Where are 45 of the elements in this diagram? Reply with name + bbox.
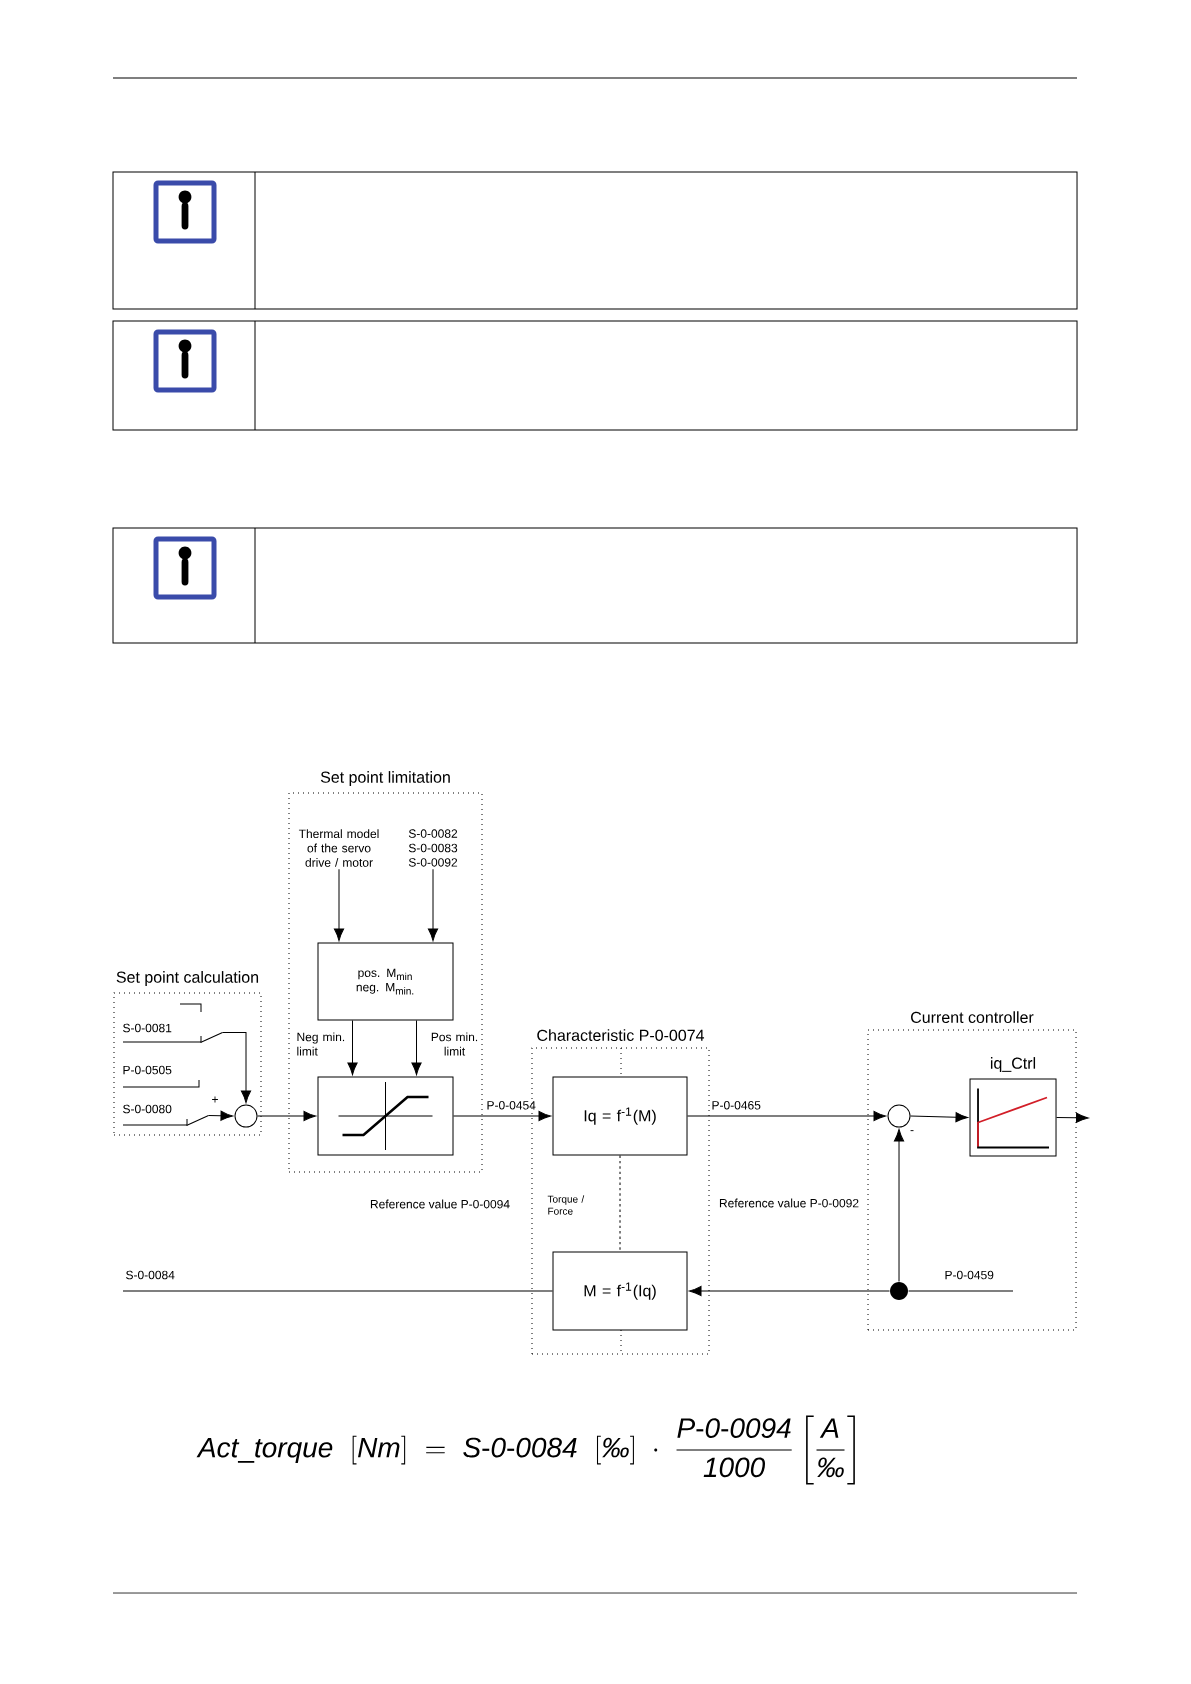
reference-label: Reference value P-0-0092 [719,1198,859,1208]
switch-contact [186,1115,209,1126]
edge-label: P-0-0459 [945,1270,994,1280]
block-box: M = f$^{-1}$(Iq) [552,1251,688,1331]
signal-label: Torque / Force [547,1195,585,1215]
arrow [333,868,345,942]
node-label: Current controller [911,1011,1034,1024]
arrow [257,1110,317,1122]
node-label: Set point limitation [320,771,450,787]
torque-formula: $\mathit{Act\_torque}\;\;[\mathit{Nm}]\;=\;\mathit{S\text{-}0\text{-}0084}\;\;[\text{\textit{\textperthousand}}]\;\cdot\;\frac{\mathit{P\text{-}0\text{-}0094}}{\mathit{1000}}\left[\frac{\mathit{A}}{\text{\textit{\textperthousand}}}\right]$ [196,1415,855,1485]
summing-circle [887,1104,911,1128]
block-box: Iq = f$^{-1}$(M) [552,1076,688,1156]
arrow [453,1110,552,1122]
arrow [208,1110,234,1121]
arrow [427,868,439,942]
node-label: Characteristic P-0-0074 [537,1029,705,1042]
sign-label: + [212,1096,218,1103]
signal-text: S-0-0082 S-0-0083 S-0-0092 [408,829,458,867]
signal-label: S-0-0081 [123,1023,172,1033]
signal-label: S-0-0080 [123,1104,172,1114]
block-box: pos. M$_{min}$ neg. M$_{min.}$ [317,942,454,1021]
arrow [893,1129,905,1282]
node-label: Set point calculation [116,971,259,987]
edge-label: Pos min. limit [431,1032,478,1056]
summing-circle [234,1104,258,1128]
arrow [222,1032,252,1104]
edge-label: Neg min. limit [297,1032,345,1056]
edge-label: S-0-0084 [126,1270,175,1280]
arrow [411,1020,422,1076]
arrow [687,1110,887,1122]
arrow [347,1020,358,1076]
signal-label: P-0-0505 [123,1065,172,1075]
switch-contact [200,1032,223,1043]
controller-block: iq_Ctrl [969,1057,1057,1157]
edge-label: P-0-0454 [487,1101,536,1110]
arrow [689,1285,890,1297]
arrow [910,1112,969,1123]
node-label: iq_Ctrl [990,1057,1036,1073]
sign-label: - [910,1130,914,1132]
arrow [1056,1112,1089,1123]
edge-label: P-0-0465 [712,1101,761,1110]
junction-dot [890,1282,908,1300]
signal-text: Thermal model of the servo drive / motor [298,829,379,867]
limiter-block [317,1076,454,1156]
reference-label: Reference value P-0-0094 [370,1199,510,1209]
